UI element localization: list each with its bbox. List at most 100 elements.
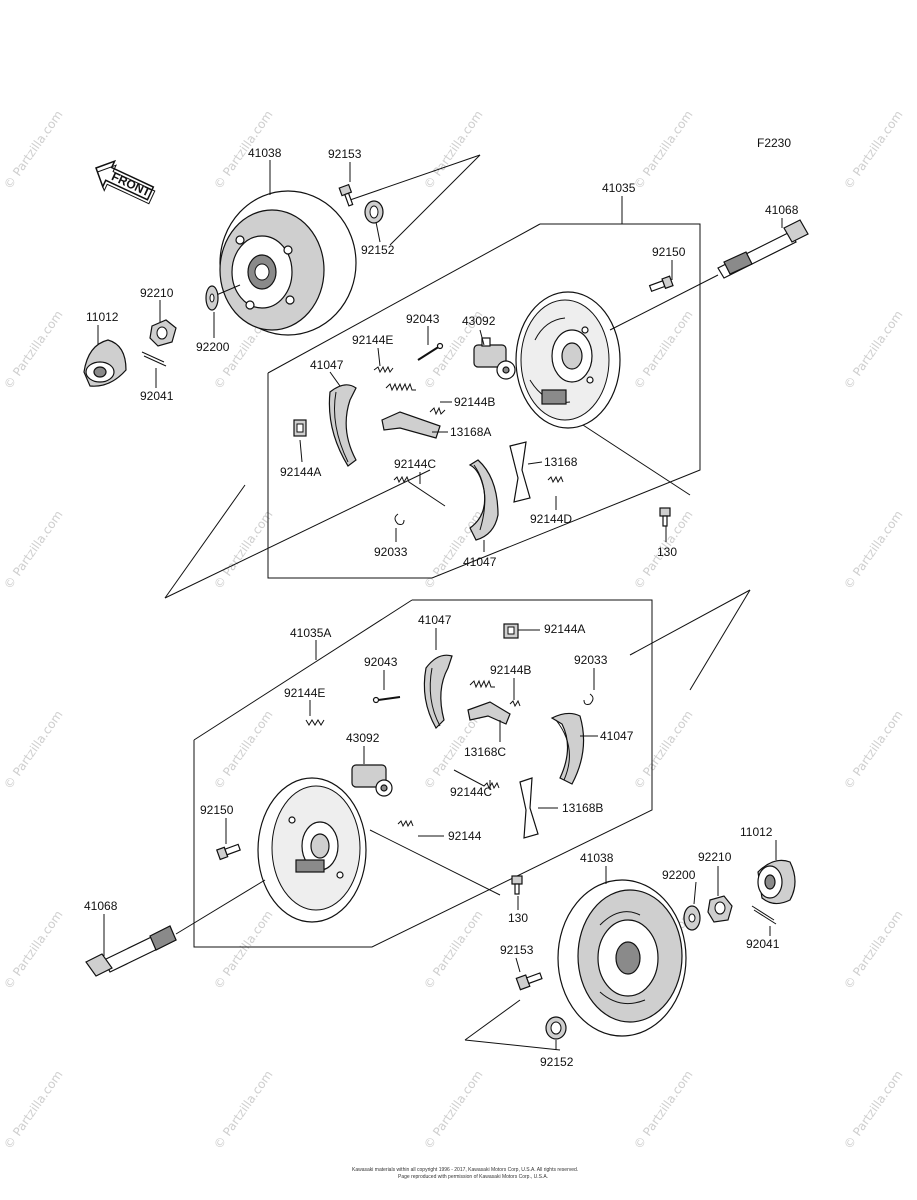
callout-11012-top: 11012 [86, 310, 119, 324]
footer-permission: Page reproduced with permission of Kawas… [398, 1174, 548, 1180]
axle-41068-top [717, 219, 809, 279]
wheel-cylinder-43092-bottom [351, 764, 393, 797]
callout-41068-bot: 41068 [84, 899, 118, 913]
callout-130-top: 130 [657, 545, 677, 559]
watermark-layer: © Partzilla.com © Partzilla.com © Partzill… [1, 108, 906, 1152]
bushing-92152-top [364, 200, 384, 224]
backing-plate-bottom [257, 777, 367, 923]
callout-130-bot: 130 [508, 911, 528, 925]
spring-92144 [397, 819, 414, 828]
watermark-text: © Partzilla.com [1, 508, 66, 592]
nut-92210-bottom [707, 895, 733, 923]
brake-drum-top [219, 190, 357, 336]
watermark-text: © Partzilla.com [211, 708, 276, 792]
callout-92200-top: 92200 [196, 340, 230, 354]
axle-41068-bottom [85, 925, 177, 977]
watermark-text: © Partzilla.com [631, 708, 696, 792]
lever-13168-top [509, 441, 531, 503]
watermark-text: © Partzilla.com [1, 1068, 66, 1152]
callout-41047-top-b: 41047 [463, 555, 497, 569]
watermark-text: © Partzilla.com [841, 908, 906, 992]
front-arrow-icon: FRONT [95, 159, 156, 205]
bolt-130-top [659, 507, 671, 527]
callout-92153-bot: 92153 [500, 943, 534, 957]
figure-code: F2230 [757, 136, 791, 150]
callout-41035: 41035 [602, 181, 636, 195]
spring-92144C-top [393, 475, 446, 507]
cap-11012-top [83, 339, 127, 387]
bolt-92150-top [648, 275, 674, 293]
callout-92200-bot: 92200 [662, 868, 696, 882]
spring-92144E-top [373, 365, 394, 374]
lever-13168B [519, 777, 539, 839]
watermark-text: © Partzilla.com [421, 508, 486, 592]
watermark-text: © Partzilla.com [211, 908, 276, 992]
callout-92144E-bot: 92144E [284, 686, 325, 700]
watermark-text: © Partzilla.com [841, 1068, 906, 1152]
brake-shoe-41047-bottom-b [550, 712, 585, 785]
bolt-92153-bottom [515, 972, 543, 991]
watermark-text: © Partzilla.com [631, 1068, 696, 1152]
callout-92144B-bot: 92144B [490, 663, 531, 677]
brake-shoe-41047-top-a [328, 384, 357, 467]
washer-92200-bottom [683, 905, 701, 931]
callout-92144A-bot: 92144A [544, 622, 585, 636]
callout-92144: 92144 [448, 829, 482, 843]
spring-92144D [547, 475, 564, 484]
callout-41038-top: 41038 [248, 146, 282, 160]
clip-92144A-bottom [503, 623, 519, 639]
callout-92033-bot: 92033 [574, 653, 608, 667]
brake-shoe-41047-top-b [468, 459, 499, 541]
footer-copyright: Kawasaki materials within all copyright … [352, 1167, 578, 1173]
watermark-text: © Partzilla.com [841, 108, 906, 192]
callout-92041-bot: 92041 [746, 937, 780, 951]
callout-41047-bot-a: 41047 [418, 613, 452, 627]
callout-41035A: 41035A [290, 626, 331, 640]
callout-92144A-top: 92144A [280, 465, 321, 479]
spring-92144E-bottom [305, 719, 325, 726]
watermark-text: © Partzilla.com [841, 308, 906, 392]
callout-43092-bot: 43092 [346, 731, 380, 745]
callout-13168A: 13168A [450, 425, 491, 439]
callout-13168: 13168 [544, 455, 578, 469]
watermark-text: © Partzilla.com [841, 508, 906, 592]
callout-43092-top: 43092 [462, 314, 496, 328]
callout-11012-bot: 11012 [740, 825, 773, 839]
wheel-cylinder-43092-top [473, 337, 516, 380]
watermark-text: © Partzilla.com [841, 708, 906, 792]
watermark-text: © Partzilla.com [631, 308, 696, 392]
callout-92144C-top: 92144C [394, 457, 436, 471]
callout-92043-top: 92043 [406, 312, 440, 326]
watermark-text: © Partzilla.com [1, 908, 66, 992]
callout-13168B: 13168B [562, 801, 603, 815]
brake-shoe-41047-bottom-a [423, 654, 453, 729]
callout-41047-bot-b: 41047 [600, 729, 634, 743]
callout-92152-top: 92152 [361, 243, 395, 257]
watermark-text: © Partzilla.com [631, 108, 696, 192]
callout-41038-bot: 41038 [580, 851, 614, 865]
clip-92033-bottom [583, 693, 594, 705]
callout-41068-top: 41068 [765, 203, 799, 217]
callout-41047-top-a: 41047 [310, 358, 344, 372]
bolt-92150-bottom [216, 843, 241, 861]
watermark-text: © Partzilla.com [421, 108, 486, 192]
top-assembly-frame [164, 154, 701, 599]
callout-92150-top: 92150 [652, 245, 686, 259]
spring-92144B-top [385, 382, 446, 416]
watermark-text: © Partzilla.com [1, 708, 66, 792]
cotter-pin-92041-top [141, 351, 167, 367]
clip-92033-top [394, 513, 405, 525]
washer-92200-top [205, 285, 219, 311]
cotter-pin-92041-bottom [751, 905, 777, 925]
callout-92152-bot: 92152 [540, 1055, 574, 1069]
clip-92144A-top [293, 419, 307, 437]
callouts: 41038 92153 92152 41035 41068 92150 9221… [84, 146, 799, 1069]
watermark-text: © Partzilla.com [211, 1068, 276, 1152]
callout-92144D: 92144D [530, 512, 572, 526]
callout-92033-top: 92033 [374, 545, 408, 559]
callout-92153-top: 92153 [328, 147, 362, 161]
bolt-92153-top [338, 183, 354, 207]
watermark-text: © Partzilla.com [421, 908, 486, 992]
callout-92210-bot: 92210 [698, 850, 732, 864]
callout-92041-top: 92041 [140, 389, 174, 403]
